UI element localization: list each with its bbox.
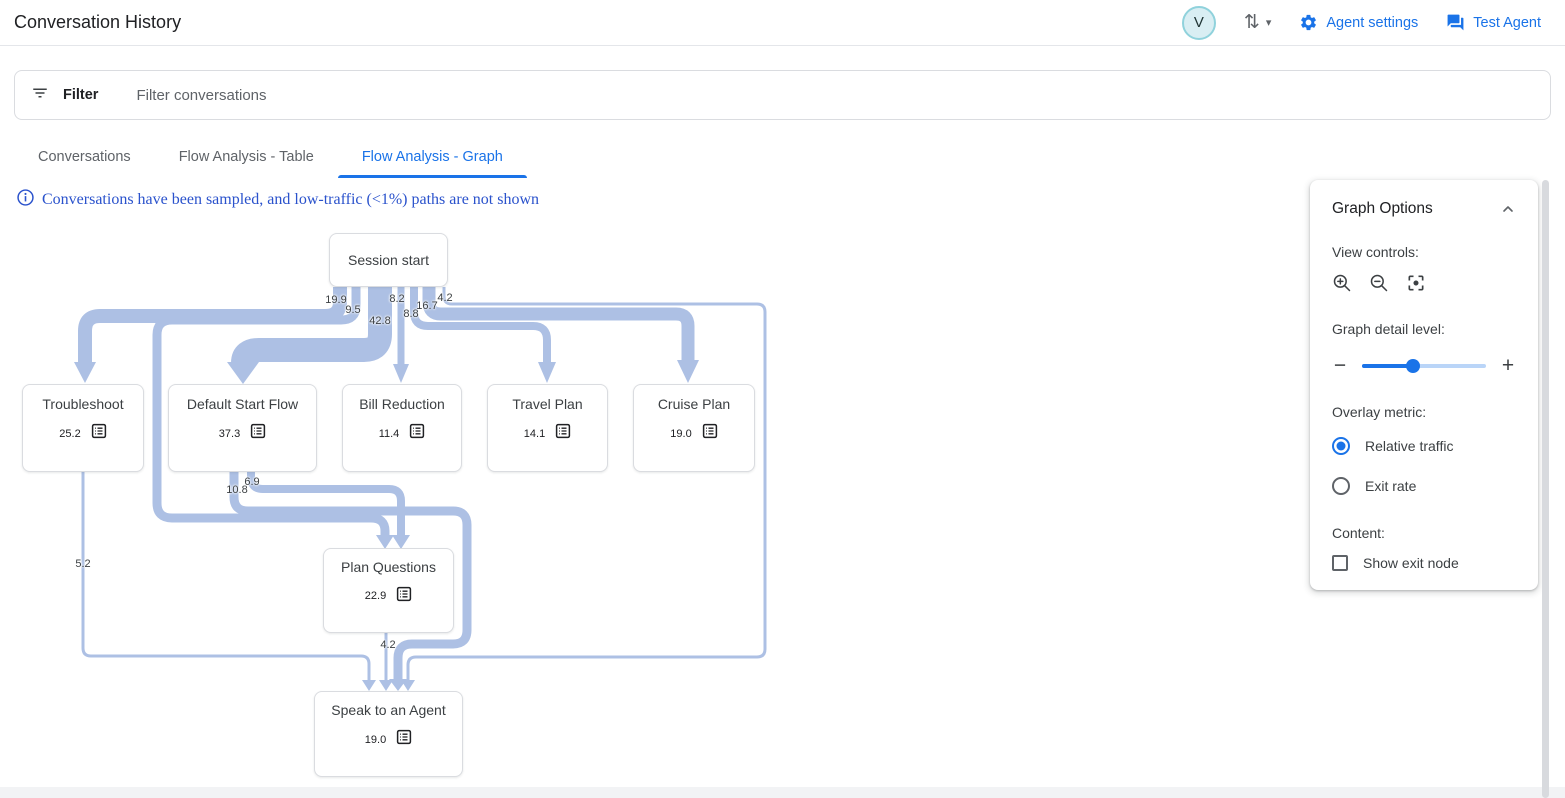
sort-arrows-icon: ⇅ <box>1243 12 1260 33</box>
edge-label: 8.2 <box>389 293 405 305</box>
edge-label: 16.7 <box>416 300 438 312</box>
chevron-up-icon[interactable] <box>1500 201 1516 217</box>
radio-icon <box>1332 437 1350 455</box>
graph-options-title: Graph Options <box>1332 200 1433 217</box>
center-focus-icon[interactable] <box>1406 273 1426 293</box>
sampling-notice-text: Conversations have been sampled, and low… <box>42 191 540 208</box>
vertical-scrollbar[interactable] <box>1542 180 1549 798</box>
checkbox-icon <box>1332 555 1348 571</box>
overlay-metric-label: Overlay metric: <box>1332 404 1427 420</box>
radio-icon <box>1332 477 1350 495</box>
radio-exit-rate[interactable]: Exit rate <box>1332 477 1516 495</box>
tab-flow-analysis-table[interactable]: Flow Analysis - Table <box>178 148 314 165</box>
graph-options-panel: Graph Options View controls: Graph detai… <box>1310 180 1538 590</box>
gear-icon <box>1299 13 1318 32</box>
view-controls-label: View controls: <box>1332 244 1419 260</box>
checkbox-label: Show exit node <box>1363 555 1459 571</box>
chevron-down-icon: ▾ <box>1265 17 1272 29</box>
list-alt-icon[interactable] <box>91 423 107 444</box>
test-agent-button[interactable]: Test Agent <box>1446 13 1541 32</box>
radio-relative-traffic[interactable]: Relative traffic <box>1332 437 1516 455</box>
graph-detail-label: Graph detail level: <box>1332 321 1445 337</box>
node-speak-to-an-agent[interactable]: Speak to an Agent 19.0 <box>314 691 463 777</box>
radio-label: Relative traffic <box>1365 438 1454 454</box>
app-header: Conversation History V ⇅ ▾ Agent setting… <box>0 0 1565 46</box>
filter-bar[interactable]: Filter <box>14 70 1551 120</box>
node-bill-reduction[interactable]: Bill Reduction 11.4 <box>342 384 462 472</box>
info-icon <box>17 189 34 211</box>
agent-settings-label: Agent settings <box>1326 14 1419 31</box>
tab-bar: Conversations Flow Analysis - Table Flow… <box>14 135 527 178</box>
avatar-initial: V <box>1193 14 1204 31</box>
tab-flow-analysis-graph[interactable]: Flow Analysis - Graph <box>337 135 527 178</box>
radio-label: Exit rate <box>1365 478 1417 494</box>
edge-label: 5.2 <box>75 558 91 570</box>
node-plan-questions[interactable]: Plan Questions 22.9 <box>323 548 454 633</box>
list-alt-icon[interactable] <box>702 423 718 444</box>
tab-conversations[interactable]: Conversations <box>38 148 131 165</box>
filter-label: Filter <box>63 87 99 103</box>
edge-label: 6.9 <box>244 476 260 488</box>
edge-label: 19.9 <box>325 294 347 306</box>
agent-settings-button[interactable]: Agent settings <box>1299 13 1418 32</box>
horizontal-scrollbar-track[interactable] <box>0 787 1565 798</box>
edge-label: 9.5 <box>345 304 361 316</box>
edge-label: 4.2 <box>380 639 396 651</box>
chat-icon <box>1446 13 1465 32</box>
detail-slider[interactable] <box>1362 358 1486 373</box>
detail-slider-thumb[interactable] <box>1405 358 1420 373</box>
page-title: Conversation History <box>14 12 182 32</box>
list-alt-icon[interactable] <box>555 423 571 444</box>
node-default-start-flow[interactable]: Default Start Flow 37.3 <box>168 384 317 472</box>
detail-slider-fill <box>1362 363 1413 368</box>
sort-order-button[interactable]: ⇅ ▾ <box>1244 13 1271 32</box>
list-alt-icon[interactable] <box>250 423 266 444</box>
filter-list-icon <box>31 84 49 107</box>
detail-minus-button[interactable]: − <box>1333 354 1347 377</box>
node-travel-plan[interactable]: Travel Plan 14.1 <box>487 384 608 472</box>
filter-conversations-input[interactable] <box>136 86 1534 104</box>
node-troubleshoot[interactable]: Troubleshoot 25.2 <box>22 384 144 472</box>
list-alt-icon[interactable] <box>396 729 412 750</box>
list-alt-icon[interactable] <box>409 423 425 444</box>
node-cruise-plan[interactable]: Cruise Plan 19.0 <box>633 384 755 472</box>
user-avatar[interactable]: V <box>1181 5 1216 40</box>
edge-label: 4.2 <box>437 292 453 304</box>
zoom-out-icon[interactable] <box>1369 273 1389 293</box>
detail-plus-button[interactable]: + <box>1501 354 1515 377</box>
test-agent-label: Test Agent <box>1473 14 1541 31</box>
sampling-notice: Conversations have been sampled, and low… <box>17 189 539 211</box>
node-session-start[interactable]: Session start <box>329 233 448 287</box>
content-label: Content: <box>1332 525 1385 541</box>
edge-label: 10.8 <box>226 484 248 496</box>
zoom-in-icon[interactable] <box>1332 273 1352 293</box>
show-exit-node-checkbox[interactable]: Show exit node <box>1332 555 1516 571</box>
list-alt-icon[interactable] <box>396 586 412 607</box>
edge-label: 42.8 <box>369 315 391 327</box>
edge-label: 8.8 <box>403 308 419 320</box>
